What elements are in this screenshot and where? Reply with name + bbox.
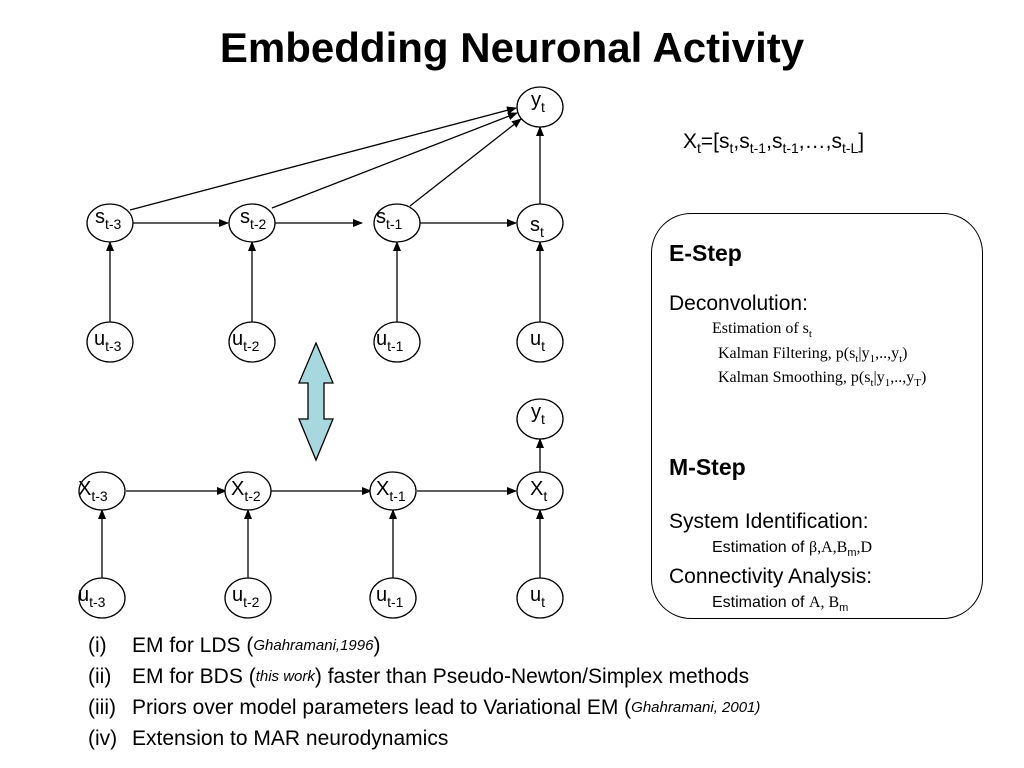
edge-s3-yt [129,106,517,211]
x-t-3-label: Xt-3 [78,478,108,504]
e-step-heading: E-Step [669,240,742,266]
note-item: (iii)Priors over model parameters lead t… [88,696,761,719]
node-upper-u-t-3 [86,321,134,363]
upper-u-t-1-label: ut-1 [376,328,404,354]
lower-u-t-label: ut [530,584,545,610]
estimation-params-line: Estimation of β,A,Bm,D [712,539,873,560]
node-x-t [516,471,564,511]
node-upper-u-t-1 [373,321,421,363]
slide-title: Embedding Neuronal Activity [219,24,805,71]
estimation-a-b-line: Estimation of A, Bm [712,594,849,615]
node-lower-u-t [516,577,564,619]
node-s-t [516,203,564,243]
x-t-2-label: Xt-2 [231,478,261,504]
upper-yt-label: yt [531,89,545,115]
state-definition: Xt=[st,st-1,st-1,…,st-L] [683,130,865,157]
notes-list: (i)EM for LDS (Ghahramani,1996) (ii)EM f… [88,630,760,754]
node-lower-u-t-2 [224,577,272,619]
lower-u-t-2-label: ut-2 [232,584,260,610]
s-t-label: st [530,214,544,240]
node-lower-u-t-1 [369,577,417,619]
upper-u-t-3-label: ut-3 [94,328,122,354]
kalman-smoothing-line: Kalman Smoothing, p(st|y1,..,yT) [718,369,927,390]
estimation-of-s-line: Estimation of st [712,320,812,341]
node-x-t-3 [78,471,126,511]
connectivity-analysis-label: Connectivity Analysis: [669,565,873,588]
node-x-t-1 [369,471,417,511]
node-s-t-2 [228,203,276,243]
node-upper-u-t [516,321,564,363]
lower-u-t-3-label: ut-3 [78,584,106,610]
note-item: (iv)Extension to MAR neurodynamics [88,727,449,750]
s-t-2-label: st-2 [240,206,267,232]
x-t-label: Xt [530,478,547,504]
note-item: (ii)EM for BDS (this work) faster than P… [88,665,750,688]
node-upper-yt [516,86,564,128]
s-t-3-label: st-3 [95,206,122,232]
node-lower-u-t-3 [78,577,126,619]
kalman-filtering-line: Kalman Filtering, p(st|y1,..,yt) [718,345,908,366]
node-upper-u-t-2 [228,321,276,363]
s-t-1-label: st-1 [376,206,403,232]
edge-s2-yt [271,112,518,209]
double-arrow-icon [298,341,334,462]
em-steps-box: E-Step Deconvolution: Estimation of st K… [651,213,983,619]
node-s-t-1 [373,203,421,243]
node-lower-yt [516,398,564,440]
node-s-t-3 [86,203,134,243]
system-identification-label: System Identification: [669,510,869,533]
x-t-1-label: Xt-1 [376,478,406,504]
lower-yt-label: yt [531,401,545,427]
node-x-t-2 [224,471,272,511]
lower-u-t-1-label: ut-1 [376,584,404,610]
m-step-heading: M-Step [669,454,746,480]
note-item: (i)EM for LDS (Ghahramani,1996) [88,634,381,657]
edge-s1-yt [409,118,522,207]
upper-u-t-label: ut [530,328,545,354]
upper-u-t-2-label: ut-2 [232,328,260,354]
deconvolution-label: Deconvolution: [669,292,808,315]
